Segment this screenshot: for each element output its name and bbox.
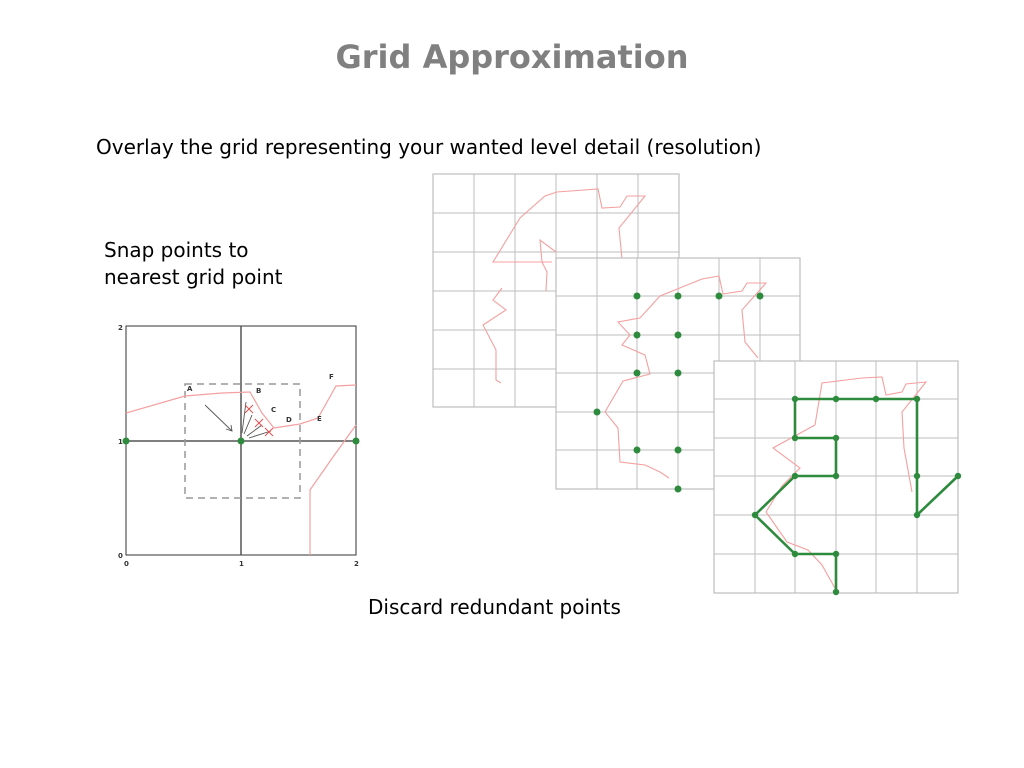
snapped-grid-point bbox=[715, 292, 723, 300]
snapped-grid-point bbox=[674, 331, 682, 339]
feature-outline bbox=[639, 275, 768, 359]
snapped-grid-point bbox=[674, 446, 682, 454]
discard-instruction: Discard redundant points bbox=[368, 595, 621, 619]
kept-grid-point bbox=[832, 550, 840, 558]
snapped-grid-point bbox=[674, 485, 682, 493]
point-label-e: E bbox=[317, 415, 322, 423]
snapped-grid-point bbox=[593, 408, 601, 416]
snapped-grid-point bbox=[633, 292, 641, 300]
grid-panel-simplified bbox=[713, 360, 962, 596]
point-label-b: B bbox=[256, 387, 261, 395]
axis-label-x-mid: 1 bbox=[239, 560, 244, 568]
kept-grid-point bbox=[913, 395, 921, 403]
axis-label-x-left: 0 bbox=[124, 560, 129, 568]
kept-grid-point bbox=[832, 395, 840, 403]
snap-region-dashed-box bbox=[184, 383, 301, 499]
kept-grid-point bbox=[791, 550, 799, 558]
slide-title: Grid Approximation bbox=[335, 38, 689, 76]
point-label-a: A bbox=[187, 385, 193, 393]
feature-outline bbox=[604, 317, 670, 479]
snapped-grid-point bbox=[633, 369, 641, 377]
snap-instruction-line2: nearest grid point bbox=[104, 265, 283, 289]
kept-grid-point bbox=[832, 588, 840, 596]
snap-arrows bbox=[204, 401, 272, 439]
axis-label-y-bottom: 0 bbox=[118, 552, 123, 560]
snapped-grid-point bbox=[756, 292, 764, 300]
feature-outline bbox=[492, 188, 647, 263]
axis-label-x-right: 2 bbox=[354, 560, 359, 568]
feature-outline bbox=[814, 376, 928, 493]
snapped-grid-point bbox=[633, 331, 641, 339]
kept-grid-point bbox=[913, 511, 921, 519]
kept-points bbox=[751, 395, 962, 596]
snap-diagram-outline-lower bbox=[309, 424, 357, 555]
snapped-grid-point bbox=[352, 437, 360, 445]
snap-instruction-line1: Snap points to bbox=[104, 238, 249, 262]
approximated-outline bbox=[753, 397, 959, 592]
kept-grid-point bbox=[832, 434, 840, 442]
kept-grid-point bbox=[791, 472, 799, 480]
kept-grid-point bbox=[832, 472, 840, 480]
kept-grid-point bbox=[872, 395, 880, 403]
axis-label-y-mid: 1 bbox=[118, 438, 123, 446]
overlay-instruction: Overlay the grid representing your wante… bbox=[96, 135, 762, 159]
snap-instruction: Snap points to nearest grid point bbox=[104, 237, 282, 291]
snapped-grid-point bbox=[633, 446, 641, 454]
axis-label-y-top: 2 bbox=[118, 324, 123, 332]
snapped-grid-point bbox=[237, 437, 245, 445]
snapped-grid-point bbox=[674, 369, 682, 377]
snapped-grid-point bbox=[122, 437, 130, 445]
snapped-points bbox=[593, 292, 764, 493]
kept-grid-point bbox=[791, 395, 799, 403]
point-label-f: F bbox=[329, 373, 334, 381]
snap-diagram-outline bbox=[125, 384, 357, 429]
kept-grid-point bbox=[913, 472, 921, 480]
point-label-c: C bbox=[271, 406, 276, 414]
kept-grid-point bbox=[954, 472, 962, 480]
removed-point-crosses bbox=[244, 404, 274, 437]
point-label-d: D bbox=[286, 416, 292, 424]
feature-outline bbox=[482, 287, 507, 384]
snapped-grid-point bbox=[674, 292, 682, 300]
feature-outline bbox=[765, 424, 837, 591]
kept-grid-point bbox=[791, 434, 799, 442]
kept-grid-point bbox=[751, 511, 759, 519]
snap-points-diagram: 2 1 0 0 1 2 A B C D E F bbox=[118, 324, 360, 568]
